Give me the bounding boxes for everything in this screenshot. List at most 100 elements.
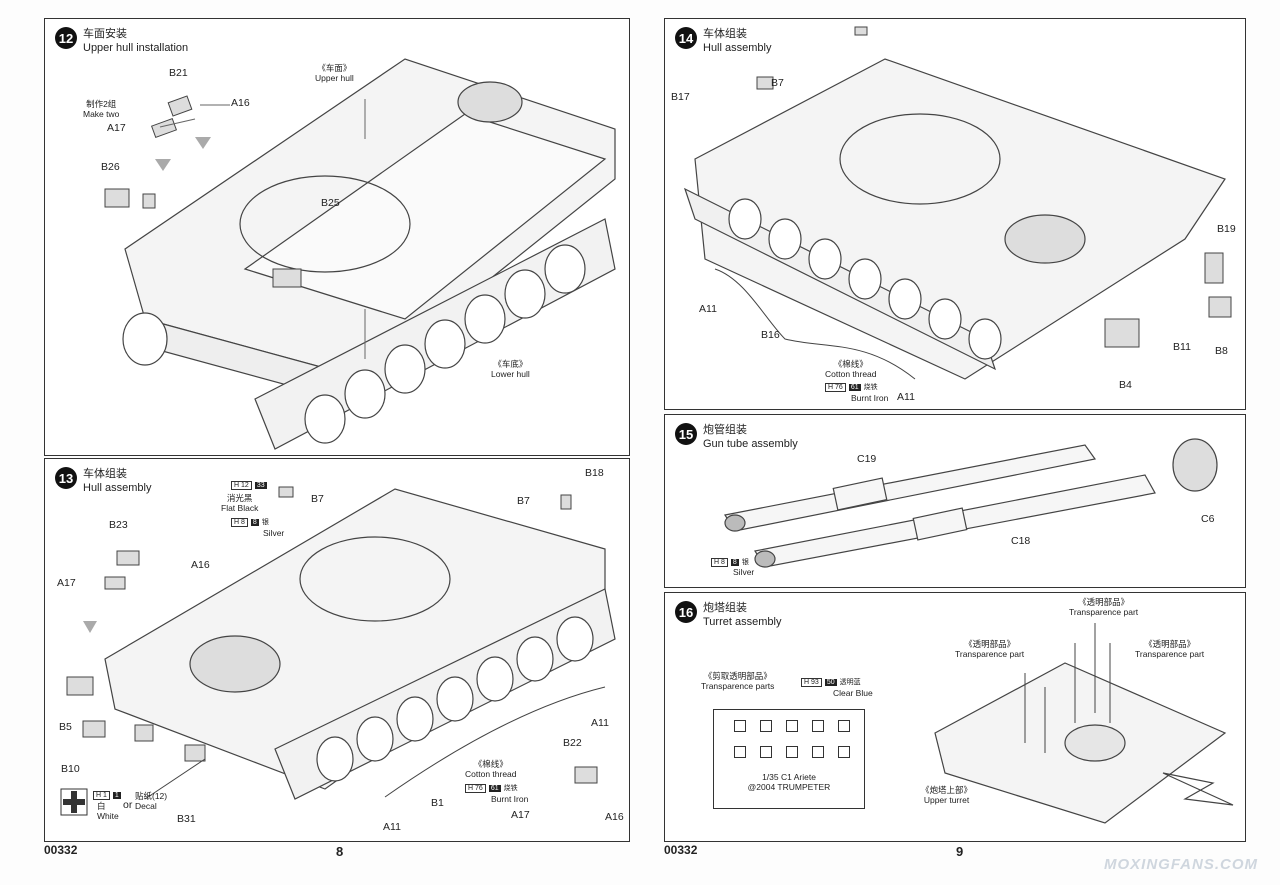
transparence-square	[786, 746, 798, 758]
step12-part-b26: B26	[101, 161, 120, 173]
step13-part-a16: A16	[191, 559, 210, 571]
step16-transparence-left-label: 《透明部品》 Transparence part	[955, 639, 1025, 659]
instruction-page-8: 12 车面安装 Upper hull installation	[44, 18, 630, 859]
step13-part-b23: B23	[109, 519, 128, 531]
step16-upper-turret-label: 《炮塔上部》 Upper turret	[921, 785, 973, 805]
instruction-page-9: 14 车体组装 Hull assembly	[640, 0, 1280, 885]
step14-paint-burnt-iron: H 76 61 烧铁	[825, 382, 878, 392]
step12-number: 12	[55, 27, 77, 49]
step15-part-c18: C18	[1011, 535, 1031, 547]
transparence-square	[838, 720, 850, 732]
right-page-number: 9	[956, 844, 964, 859]
step12-part-a17: A17	[107, 122, 126, 134]
step12-part-b25: B25	[321, 197, 340, 209]
transparence-square	[734, 720, 746, 732]
step15-panel: 15 炮管组装 Gun tube assembly C19 C6 C18 H 8…	[664, 414, 1246, 588]
step15-title-cn: 炮管组装	[703, 424, 747, 436]
step13-or-text: or	[123, 799, 133, 811]
transparence-square	[760, 746, 772, 758]
step12-drawing	[104, 58, 616, 450]
step16-title-en: Turret assembly	[703, 616, 782, 628]
step15-part-c19: C19	[857, 453, 877, 465]
step16-cut-transparence-label: 《剪取透明部品》 Transparence parts	[701, 671, 775, 691]
step14-paint-burnt-iron-label: Burnt Iron	[851, 393, 889, 403]
step14-part-b16: B16	[761, 329, 780, 341]
step13-part-b7-left: B7	[311, 493, 324, 505]
step15-part-c6: C6	[1201, 513, 1215, 525]
step14-part-a11-bottom: A11	[897, 391, 915, 403]
right-footer-code: 00332	[664, 843, 698, 857]
step14-part-a11-left: A11	[699, 303, 717, 315]
step13-part-a16-right: A16	[605, 811, 624, 823]
step13-number: 13	[55, 467, 77, 489]
step13-part-a11-bottom: A11	[383, 821, 401, 833]
left-footer-code: 00332	[44, 843, 78, 857]
step15-header: 15 炮管组装 Gun tube assembly	[675, 423, 798, 451]
step13-part-a17-right: A17	[511, 809, 530, 821]
step12-title-en: Upper hull installation	[83, 42, 189, 54]
transparence-square	[734, 746, 746, 758]
step14-title-en: Hull assembly	[703, 42, 772, 54]
step14-part-b19: B19	[1217, 223, 1236, 235]
step13-part-b22: B22	[563, 737, 582, 749]
step14-part-b11: B11	[1173, 341, 1191, 353]
step12-part-a16: A16	[231, 97, 250, 109]
step13-cotton-thread-label: 《棉线》 Cotton thread	[465, 759, 517, 779]
step15-number: 15	[675, 423, 697, 445]
step14-cotton-thread-label: 《棉线》 Cotton thread	[825, 359, 877, 379]
step13-title-en: Hull assembly	[83, 482, 152, 494]
step16-paint-clear-blue: H 93 50 透明蓝	[801, 677, 861, 687]
step13-part-b10: B10	[61, 763, 80, 775]
transparence-square	[786, 720, 798, 732]
step15-paint-silver-label: Silver	[733, 567, 755, 577]
step14-title-cn: 车体组装	[703, 28, 747, 40]
step13-title-cn: 车体组装	[83, 468, 127, 480]
step13-header: 13 车体组装 Hull assembly	[55, 467, 151, 495]
step14-header: 14 车体组装 Hull assembly	[675, 27, 771, 55]
step16-panel: 16 炮塔组装 Turret assembly 《剪取透明部	[664, 592, 1246, 842]
step16-paint-clear-blue-label: Clear Blue	[833, 688, 873, 698]
step14-panel: 14 车体组装 Hull assembly	[664, 18, 1246, 410]
step15-paint-silver: H 8 8 银	[711, 557, 749, 567]
step13-paint-burnt-iron: H 76 61 烧铁	[465, 783, 518, 793]
transparence-square	[812, 746, 824, 758]
step13-paint-white: H 1 1	[93, 791, 121, 800]
site-watermark: MOXINGFANS.COM	[1103, 856, 1258, 873]
step13-paint-flat-black: H 12 33	[231, 481, 267, 490]
step16-drawing	[934, 623, 1234, 824]
step12-header: 12 车面安装 Upper hull installation	[55, 27, 188, 55]
transparence-square	[812, 720, 824, 732]
step13-part-b31: B31	[177, 813, 196, 825]
step12-lower-hull-label: 《车底》 Lower hull	[491, 359, 530, 379]
step16-transparence-top-label: 《透明部品》 Transparence part	[1069, 597, 1139, 617]
step14-number: 14	[675, 27, 697, 49]
step15-title-en: Gun tube assembly	[703, 438, 798, 450]
step13-panel: 13 车体组装 Hull assembly	[44, 458, 630, 842]
step16-header: 16 炮塔组装 Turret assembly	[675, 601, 781, 629]
step13-part-b1: B1	[431, 797, 444, 809]
step14-part-b7: B7	[771, 77, 784, 89]
step12-part-b21: B21	[169, 67, 188, 79]
step14-part-b4: B4	[1119, 379, 1132, 391]
step13-paint-white-label: 白 White	[97, 801, 119, 821]
step16-transparence-right-label: 《透明部品》 Transparence part	[1135, 639, 1205, 659]
step14-drawing	[683, 26, 1232, 380]
step13-paint-silver: H 8 8 银	[231, 517, 269, 527]
step12-upper-hull-label: 《车面》 Upper hull	[315, 63, 354, 83]
step13-paint-flat-black-label: 消光黑 Flat Black	[221, 493, 259, 513]
step13-drawing	[60, 486, 616, 816]
step16-title-cn: 炮塔组装	[703, 602, 747, 614]
transparence-square	[760, 720, 772, 732]
step13-paint-silver-label: Silver	[263, 528, 285, 538]
step16-transparence-sheet: 1/35 C1 Ariete @2004 TRUMPETER	[713, 709, 865, 809]
step12-panel: 12 车面安装 Upper hull installation	[44, 18, 630, 456]
step14-part-b8: B8	[1215, 345, 1228, 357]
step12-make-two: 制作2组 Make two	[83, 99, 120, 119]
step16-number: 16	[675, 601, 697, 623]
step13-paint-burnt-iron-label: Burnt Iron	[491, 794, 529, 804]
left-page-number: 8	[336, 844, 344, 859]
step12-title-cn: 车面安装	[83, 28, 127, 40]
transparence-sheet-caption: 1/35 C1 Ariete @2004 TRUMPETER	[747, 772, 831, 792]
step13-decal-label: 贴纸(12) Decal	[135, 791, 168, 811]
transparence-square	[838, 746, 850, 758]
